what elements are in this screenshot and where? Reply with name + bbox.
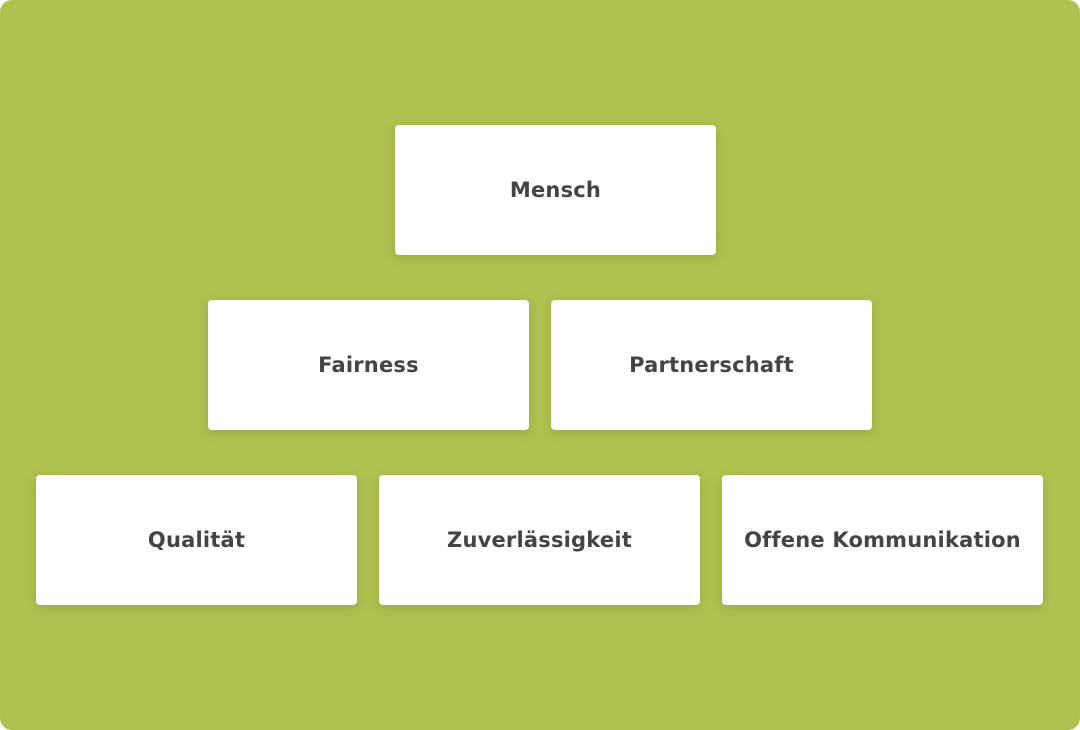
- value-label: Zuverlässigkeit: [447, 527, 632, 552]
- value-card-partnerschaft: Partnerschaft: [551, 300, 872, 430]
- value-label: Partnerschaft: [629, 352, 794, 377]
- value-card-mensch: Mensch: [395, 125, 716, 255]
- value-card-qualitaet: Qualität: [36, 475, 357, 605]
- value-label: Qualität: [147, 527, 246, 552]
- value-card-offene-kommunikation: Offene Kommunikation: [722, 475, 1043, 605]
- value-card-fairness: Fairness: [208, 300, 529, 430]
- value-label: Fairness: [318, 352, 419, 377]
- value-label: Offene Kommunikation: [744, 527, 1021, 552]
- value-label: Mensch: [509, 177, 602, 202]
- value-card-zuverlaessigkeit: Zuverlässigkeit: [379, 475, 700, 605]
